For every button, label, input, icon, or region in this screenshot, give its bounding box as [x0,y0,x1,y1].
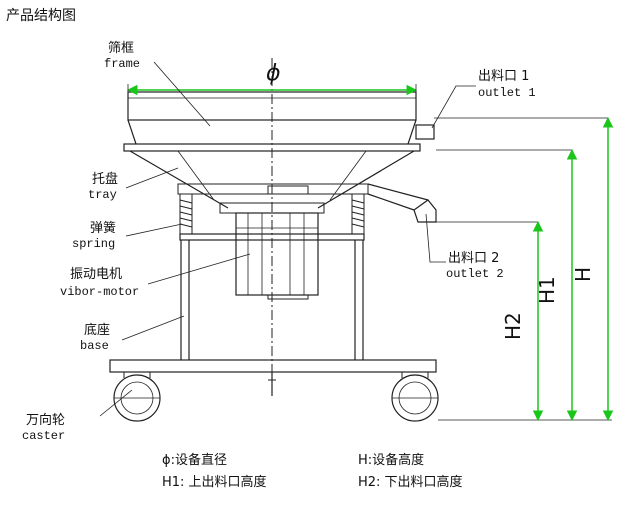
diagram-title: 产品结构图 [6,8,76,24]
diameter-dimension: ϕ [126,61,418,96]
legend-phi: ϕ:设备直径 [162,452,227,468]
height-h1-dimension: H1 [535,148,578,422]
label-caster-en: caster [22,429,65,443]
spring-right [351,193,365,235]
outlet-1-spout [415,124,435,140]
h-label: H [571,267,595,282]
label-frame-cn: 筛框 [108,41,134,56]
label-outlet-2-cn: 出料口 2 [448,251,499,266]
label-tray-en: tray [88,188,117,202]
legend-h2: H2: 下出料口高度 [358,474,463,490]
label-frame-en: frame [104,57,140,71]
label-outlet-2-en: outlet 2 [446,267,504,281]
height-h-dimension: H [571,116,614,422]
base-frame [109,233,437,396]
label-outlet-1-cn: 出料口 1 [478,69,529,84]
label-base-en: base [80,339,109,353]
height-h2-dimension: H2 [501,220,544,422]
leader-outlet-2 [425,213,446,263]
outlet-2-chute [367,183,437,223]
label-base-cn: 底座 [84,322,110,338]
leader-base [121,315,185,341]
label-spring-cn: 弹簧 [90,220,116,236]
leader-spring [125,223,183,237]
leader-motor [147,253,251,285]
label-tray-cn: 托盘 [92,171,118,187]
caster-right [391,372,439,422]
leader-caster [99,389,133,417]
spring-left [179,193,193,235]
label-caster-cn: 万向轮 [26,412,65,428]
legend-h: H:设备高度 [358,452,424,468]
label-outlet-1-en: outlet 1 [478,86,536,100]
leader-tray [125,167,179,189]
leader-outlet-1 [431,85,476,129]
phi-symbol: ϕ [266,61,281,86]
leader-frame [153,61,211,127]
legend-h1: H1: 上出料口高度 [162,474,267,490]
h2-label: H2 [501,312,525,340]
label-motor-en: vibor-motor [60,285,139,299]
caster-left [113,372,161,422]
vibration-motor [235,212,319,300]
label-spring-en: spring [72,237,115,251]
label-motor-cn: 振动电机 [70,267,122,282]
